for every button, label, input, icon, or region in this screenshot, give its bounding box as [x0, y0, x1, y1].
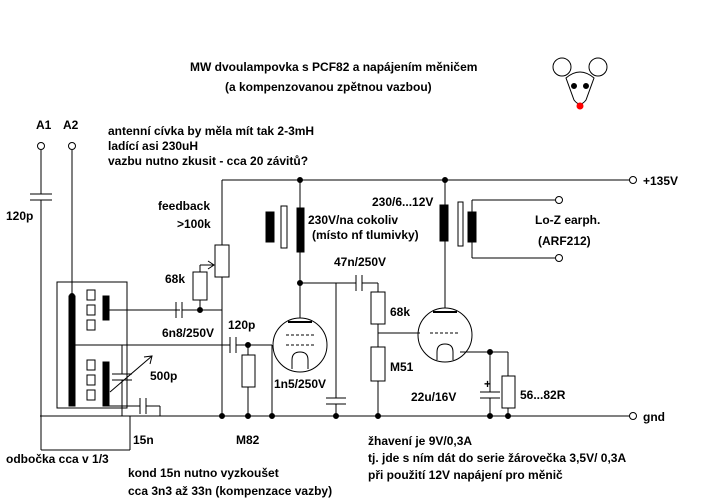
- label-a2: A2: [63, 118, 79, 132]
- label-56r: 56...82R: [520, 388, 566, 402]
- diagram-subtitle: (a kompenzovanou zpětnou vazbou): [225, 80, 432, 94]
- label-cap-120p-ant: 120p: [6, 209, 34, 223]
- label-choke-sub: (místo nf tlumivky): [312, 228, 419, 242]
- label-22u: 22u/16V: [411, 390, 457, 404]
- note-tap: odbočka cca v 1/3: [6, 452, 109, 466]
- label-120p-grid: 120p: [228, 318, 256, 332]
- gnd-terminal: [629, 412, 637, 420]
- label-m51: M51: [390, 360, 414, 374]
- label-plus-135v: +135V: [643, 174, 679, 188]
- label-gnd: gnd: [643, 410, 665, 424]
- resistor-68k-2: [370, 291, 386, 325]
- transformer-primary: [439, 204, 449, 242]
- terminal-a2: [68, 142, 76, 150]
- note-antenna-1: antenní cívka by měla mít tak 2-3mH: [108, 124, 315, 138]
- mouse-logo: [552, 57, 608, 110]
- label-47n: 47n/250V: [334, 255, 387, 269]
- note-cap-1: kond 15n nutno vyzkoušet: [128, 466, 279, 480]
- transformer-secondary: [467, 211, 477, 243]
- label-m82: M82: [236, 433, 260, 447]
- choke-core-left: [265, 211, 275, 243]
- label-6n8: 6n8/250V: [162, 326, 215, 340]
- note-heater-1: žhavení je 9V/0,3A: [368, 434, 473, 448]
- tube-pcf82-1: [272, 317, 328, 373]
- plus-terminal: [629, 176, 637, 184]
- earphone-terminal-1: [555, 196, 563, 204]
- label-plus-sign: +: [484, 377, 492, 391]
- resistor-m82: [241, 354, 256, 388]
- feedback-pot: [214, 244, 230, 278]
- resistor-m51: [370, 346, 386, 382]
- note-antenna-3: vazbu nutno zkusit - cca 20 závitů?: [108, 154, 309, 168]
- note-antenna-2: ladící asi 230uH: [108, 139, 199, 153]
- label-feedback-val: >100k: [177, 217, 211, 231]
- resistor-68k-1: [192, 271, 208, 301]
- choke-winding: [296, 207, 305, 253]
- label-1n5: 1n5/250V: [274, 377, 327, 391]
- note-heater-2: tj. jde s ním dát do serie žárovečka 3,5…: [368, 451, 627, 465]
- label-earphone-sub: (ARF212): [538, 234, 591, 248]
- earphone-terminal-2: [555, 254, 563, 262]
- label-68k-2: 68k: [390, 305, 411, 319]
- label-feedback: feedback: [158, 199, 211, 213]
- note-cap-2: cca 3n3 až 33n (kompenzace vazby): [128, 484, 333, 498]
- label-choke: 230V/na cokoliv: [308, 213, 399, 227]
- resistor-56r: [501, 375, 516, 409]
- label-transformer: 230/6...12V: [372, 195, 434, 209]
- terminal-a1: [37, 142, 45, 150]
- label-a1: A1: [36, 118, 52, 132]
- diagram-title: MW dvoulampovka s PCF82 a napájením měni…: [190, 60, 478, 74]
- label-500p: 500p: [150, 369, 178, 383]
- label-68k-1: 68k: [165, 272, 186, 286]
- tube-pcf82-2: [417, 307, 473, 363]
- label-15n: 15n: [133, 433, 154, 447]
- label-earphone: Lo-Z earph.: [535, 213, 601, 227]
- note-heater-3: při použití 12V napájení pro měnič: [368, 468, 563, 482]
